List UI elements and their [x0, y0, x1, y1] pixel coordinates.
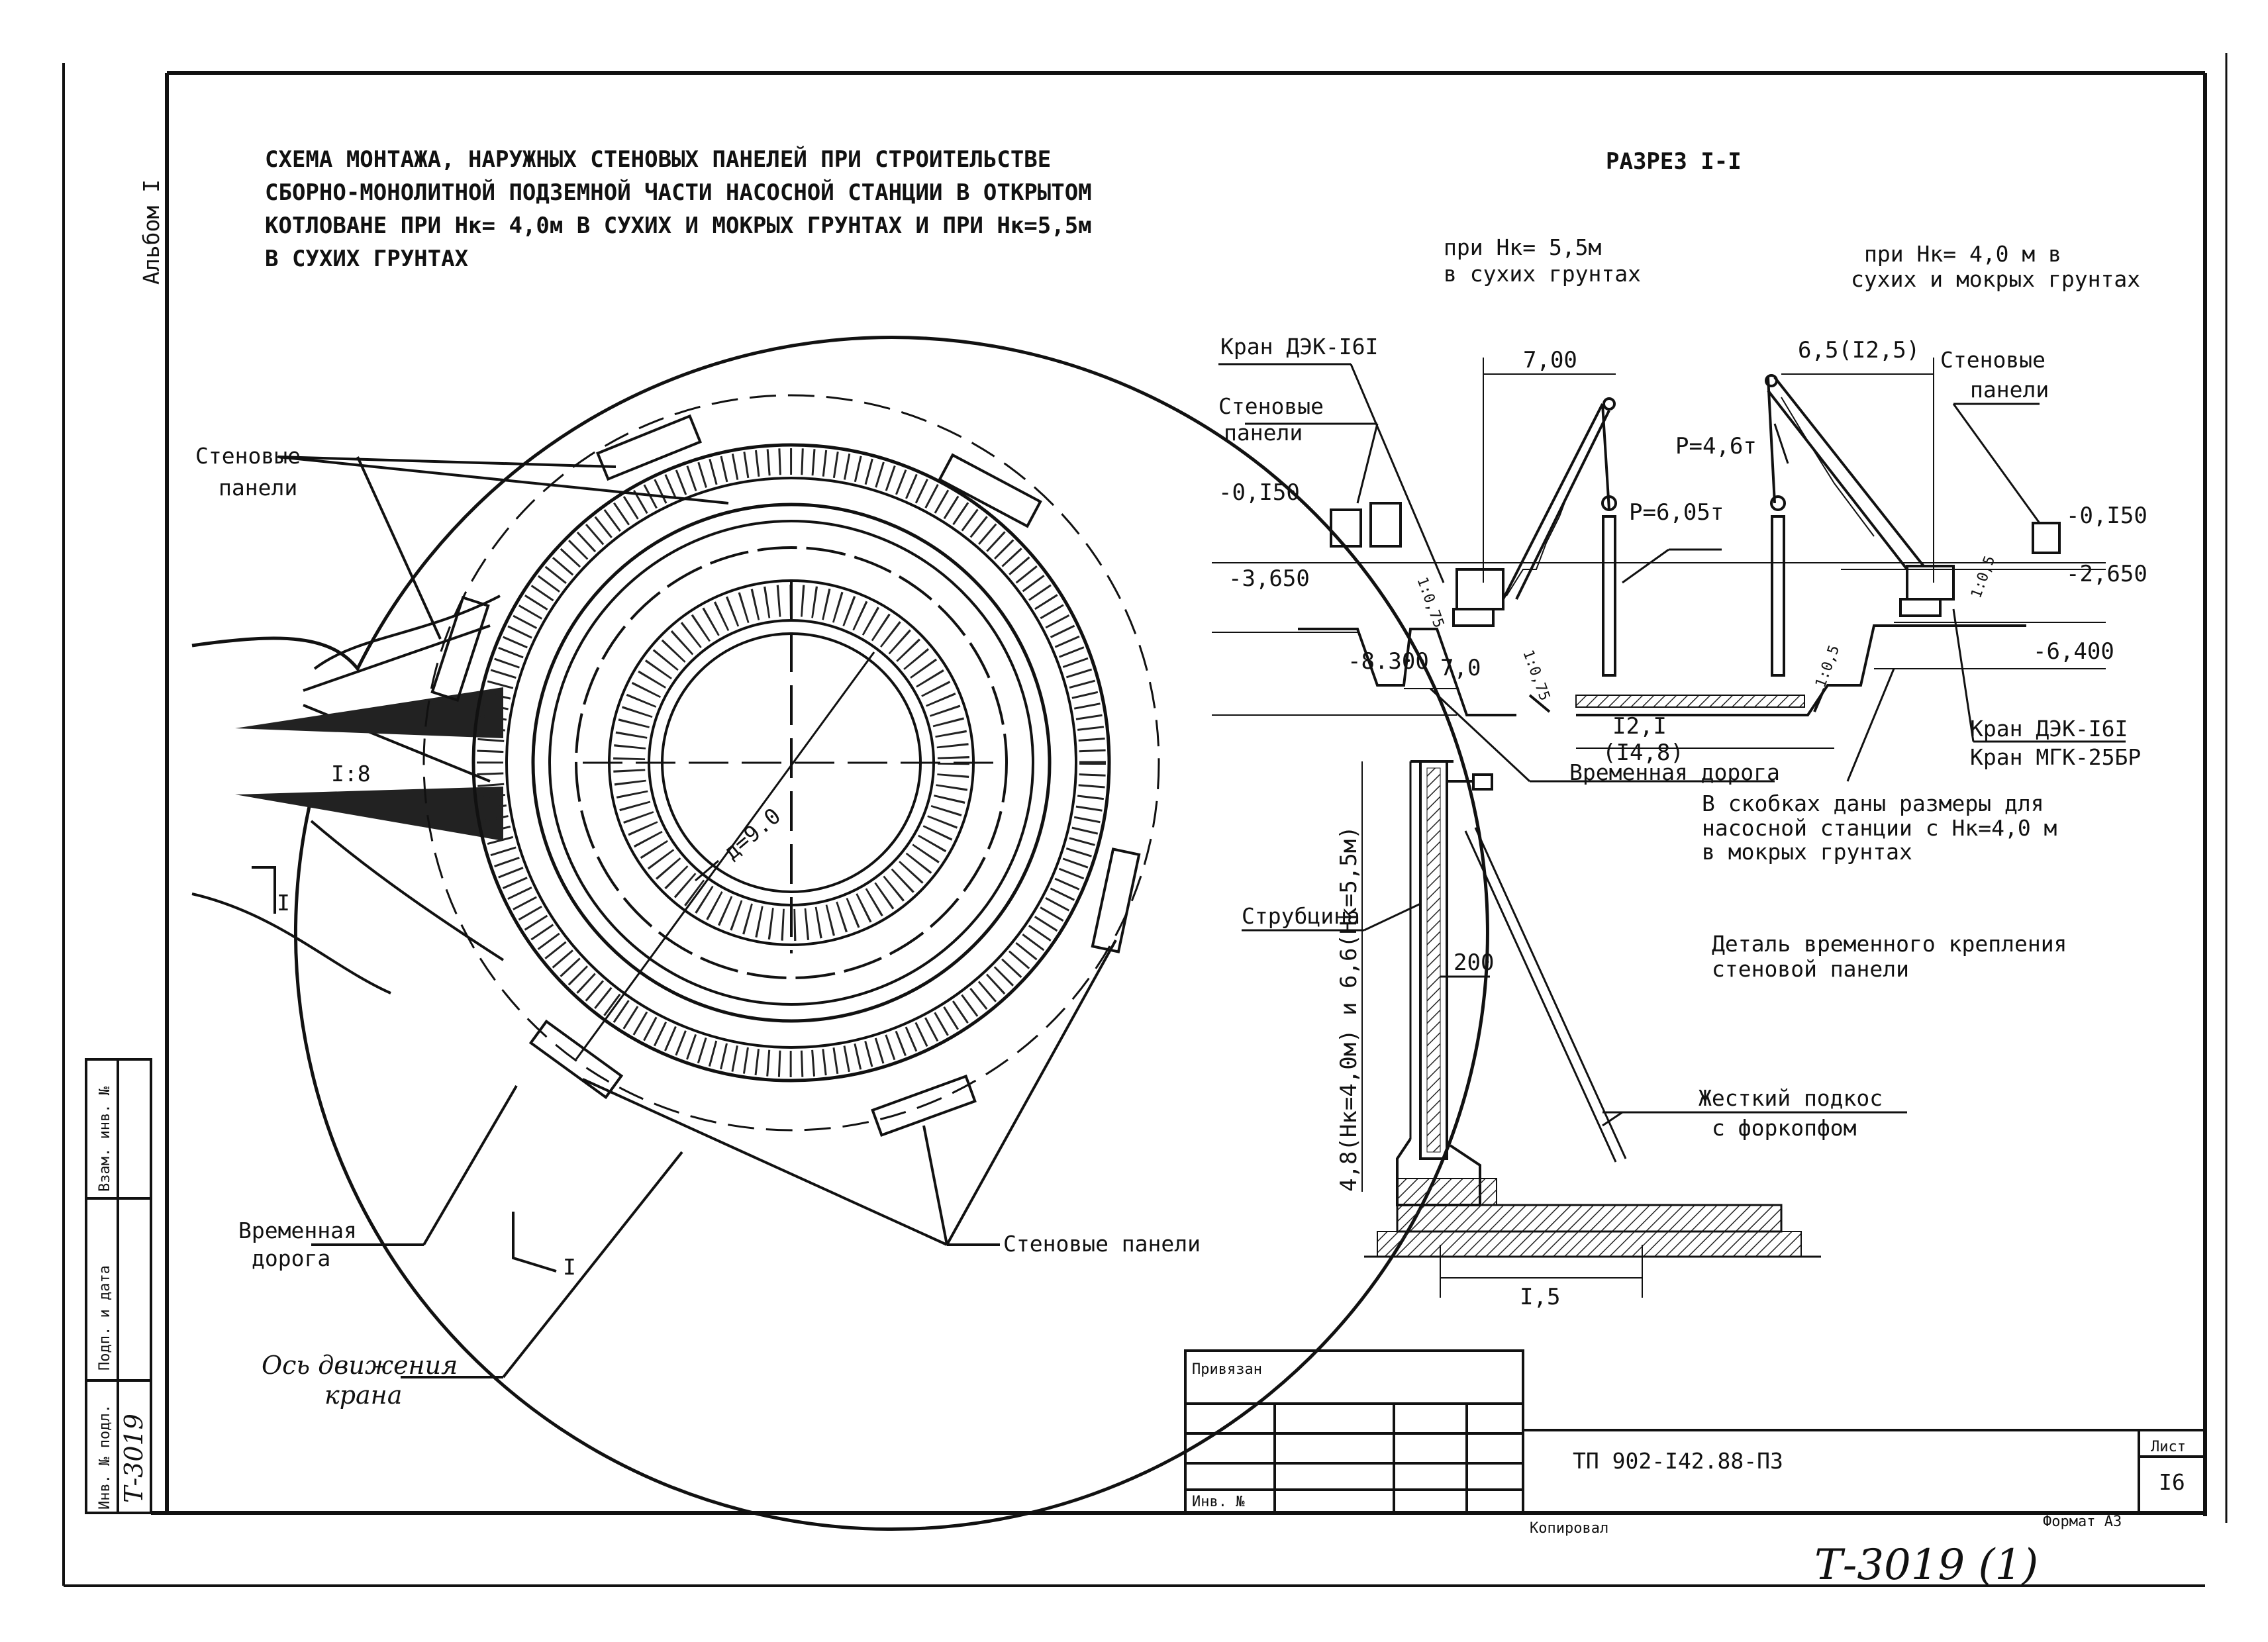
- sheet-frame: [62, 53, 2228, 1587]
- plan-panels-label-1: Стеновые: [195, 443, 301, 469]
- sign-label: Подп. и дата: [97, 1265, 113, 1371]
- plan-panels-bottom-label: Стеновые панели: [1003, 1231, 1201, 1257]
- dim-14-8: (I4,8): [1602, 740, 1684, 766]
- replaces-label: Взам. инв. №: [97, 1087, 113, 1192]
- title-block: [1184, 1349, 2205, 1514]
- title-line-2: СБОРНО-МОНОЛИТНОЙ ПОДЗЕМНОЙ ЧАСТИ НАСОСН…: [265, 179, 1092, 206]
- section-mark-bottom: I: [563, 1254, 576, 1280]
- side-stamp: [85, 1058, 152, 1514]
- section-labels: РАЗРЕЗ I-I при Нк= 5,5м в сухих грунтах …: [1218, 148, 2147, 865]
- crane-axis-label-1: Ось движения: [262, 1351, 458, 1380]
- section-panels-left-2: панели: [1224, 420, 1303, 446]
- copied-label: Копировал: [1530, 1520, 1608, 1537]
- slope-label-4: 1:0,5: [1968, 554, 1998, 601]
- side-stamp-text: Инв. № подл. Т-3019 Подп. и дата Взам. и…: [97, 1087, 148, 1510]
- note-line-1: В скобках даны размеры для: [1702, 791, 2044, 816]
- section-title: РАЗРЕЗ I-I: [1606, 148, 1742, 175]
- document-code: ТП 902-I42.88-ПЗ: [1573, 1448, 1783, 1474]
- elev-8300: -8.300: [1348, 648, 1429, 675]
- load-left-label: Р=6,05т: [1629, 499, 1724, 526]
- left-case-2: в сухих грунтах: [1444, 261, 1641, 287]
- plan-road-label-1: Временная: [238, 1218, 357, 1243]
- clamp-label: Струбцина: [1242, 903, 1360, 929]
- section-panels-right-2: панели: [1970, 377, 2049, 403]
- sheet-label: Лист: [2151, 1439, 2186, 1455]
- shown-label: Привязан: [1192, 1361, 1262, 1378]
- title-block-text: Привязан Инв. № ТП 902-I42.88-ПЗ Лист I6…: [1192, 1361, 2186, 1537]
- note-line-2: насосной станции с Нк=4,0 м: [1702, 815, 2057, 841]
- left-case-1: при Нк= 5,5м: [1444, 234, 1601, 260]
- inv-value: Т-3019: [119, 1414, 148, 1503]
- section-view: [1212, 358, 2126, 783]
- section-mark-top: I: [277, 890, 290, 916]
- note-line-3: в мокрых грунтах: [1702, 839, 1912, 865]
- format-label: Формат А3: [2043, 1514, 2122, 1530]
- crane-left-label: Кран ДЭК-I6I: [1220, 334, 1378, 360]
- right-case-1: при Нк= 4,0 м в: [1864, 241, 2061, 267]
- detail-labels: Деталь временного крепления стеновой пан…: [1242, 826, 2067, 1310]
- slope-label-3: 1:0,5: [1812, 643, 1843, 690]
- slope-label-2: 1:0,75: [1519, 648, 1553, 703]
- elev-0150-right: -0,I50: [2066, 503, 2147, 529]
- title-line-3: КОТЛОВАНЕ ПРИ Нк= 4,0м В СУХИХ И МОКРЫХ …: [265, 213, 1092, 239]
- diameter-label: д=9.0: [718, 802, 785, 865]
- crane-axis-label-2: крана: [324, 1380, 402, 1410]
- album-label: Альбом I: [138, 179, 164, 285]
- right-case-2: сухих и мокрых грунтах: [1851, 266, 2140, 292]
- strut-label-2: с форкопфом: [1712, 1115, 1857, 1141]
- dim-7-00: 7,00: [1523, 347, 1577, 373]
- plan-labels: Стеновые панели I:8 I I д=9.0 Временная …: [195, 443, 1201, 1410]
- section-panels-right-1: Стеновые: [1940, 347, 2046, 373]
- title-line-1: СХЕМА МОНТАЖА, НАРУЖНЫХ СТЕНОВЫХ ПАНЕЛЕЙ…: [265, 146, 1051, 173]
- dim-200: 200: [1454, 949, 1494, 976]
- elev-2650: -2,650: [2066, 561, 2147, 587]
- dim-12-1: I2,I: [1612, 713, 1667, 740]
- inventory-stamp: Т-3019 (1): [1814, 1541, 2038, 1590]
- title-line-4: В СУХИХ ГРУНТАХ: [265, 246, 469, 272]
- dim-7-0: 7,0: [1440, 655, 1481, 681]
- plan-view: [191, 336, 1489, 1531]
- strut-label-1: Жесткий подкос: [1699, 1085, 1883, 1111]
- elev-3650: -3,650: [1228, 565, 1310, 592]
- detail-title-2: стеновой панели: [1712, 956, 1909, 982]
- crane-right-label-1: Кран ДЭК-I6I: [1970, 716, 2128, 742]
- elev-6400: -6,400: [2033, 638, 2114, 665]
- inv-label: Инв. № подл.: [97, 1404, 113, 1510]
- detail-height-label: 4,8(Нк=4,0м) и 6,6(Нк=5,5м): [1336, 826, 1362, 1192]
- dim-6-5: 6,5(I2,5): [1798, 337, 1920, 363]
- drawing-title: СХЕМА МОНТАЖА, НАРУЖНЫХ СТЕНОВЫХ ПАНЕЛЕЙ…: [265, 146, 1092, 272]
- crane-right-label-2: Кран МГК-25БР: [1970, 744, 2141, 770]
- load-right-label: Р=4,6т: [1675, 433, 1757, 459]
- section-panels-left-1: Стеновые: [1218, 393, 1324, 419]
- slope-label-1: 1:0,75: [1413, 575, 1447, 630]
- tb-inv-label: Инв. №: [1192, 1494, 1244, 1510]
- detail-title-1: Деталь временного крепления: [1712, 931, 2067, 957]
- dim-1-5: I,5: [1520, 1284, 1560, 1310]
- plan-road-label-2: дорога: [252, 1245, 330, 1271]
- plan-panels-label-2: панели: [219, 475, 297, 501]
- elev-0150-left: -0,I50: [1218, 479, 1300, 506]
- ramp-slope-label: I:8: [331, 761, 371, 787]
- sheet-number: I6: [2159, 1469, 2185, 1495]
- section-road-label: Временная дорога: [1569, 759, 1780, 785]
- detail-view: [1242, 760, 1907, 1298]
